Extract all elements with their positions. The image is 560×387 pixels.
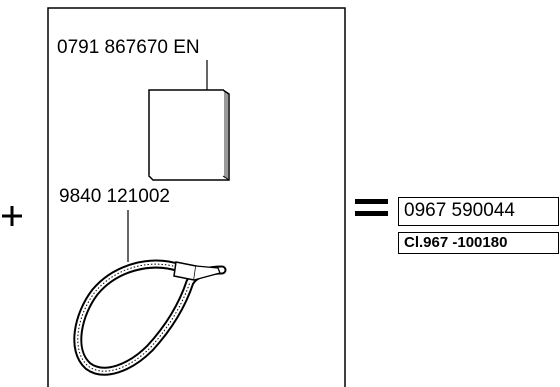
kit-part-number-box: 0967 590044 — [398, 197, 559, 226]
cable-tie-strap — [73, 259, 227, 376]
equals-sign-bottom — [355, 211, 388, 216]
manual-booklet — [148, 89, 230, 181]
plus-sign — [2, 206, 22, 226]
equals-sign-top — [355, 199, 388, 204]
manual-part-number: 0791 867670 EN — [57, 37, 200, 58]
classification-box: Cl.967 -100180 — [398, 232, 559, 254]
strap-part-number: 9840 121002 — [59, 186, 170, 207]
parts-panel-frame — [47, 7, 346, 387]
